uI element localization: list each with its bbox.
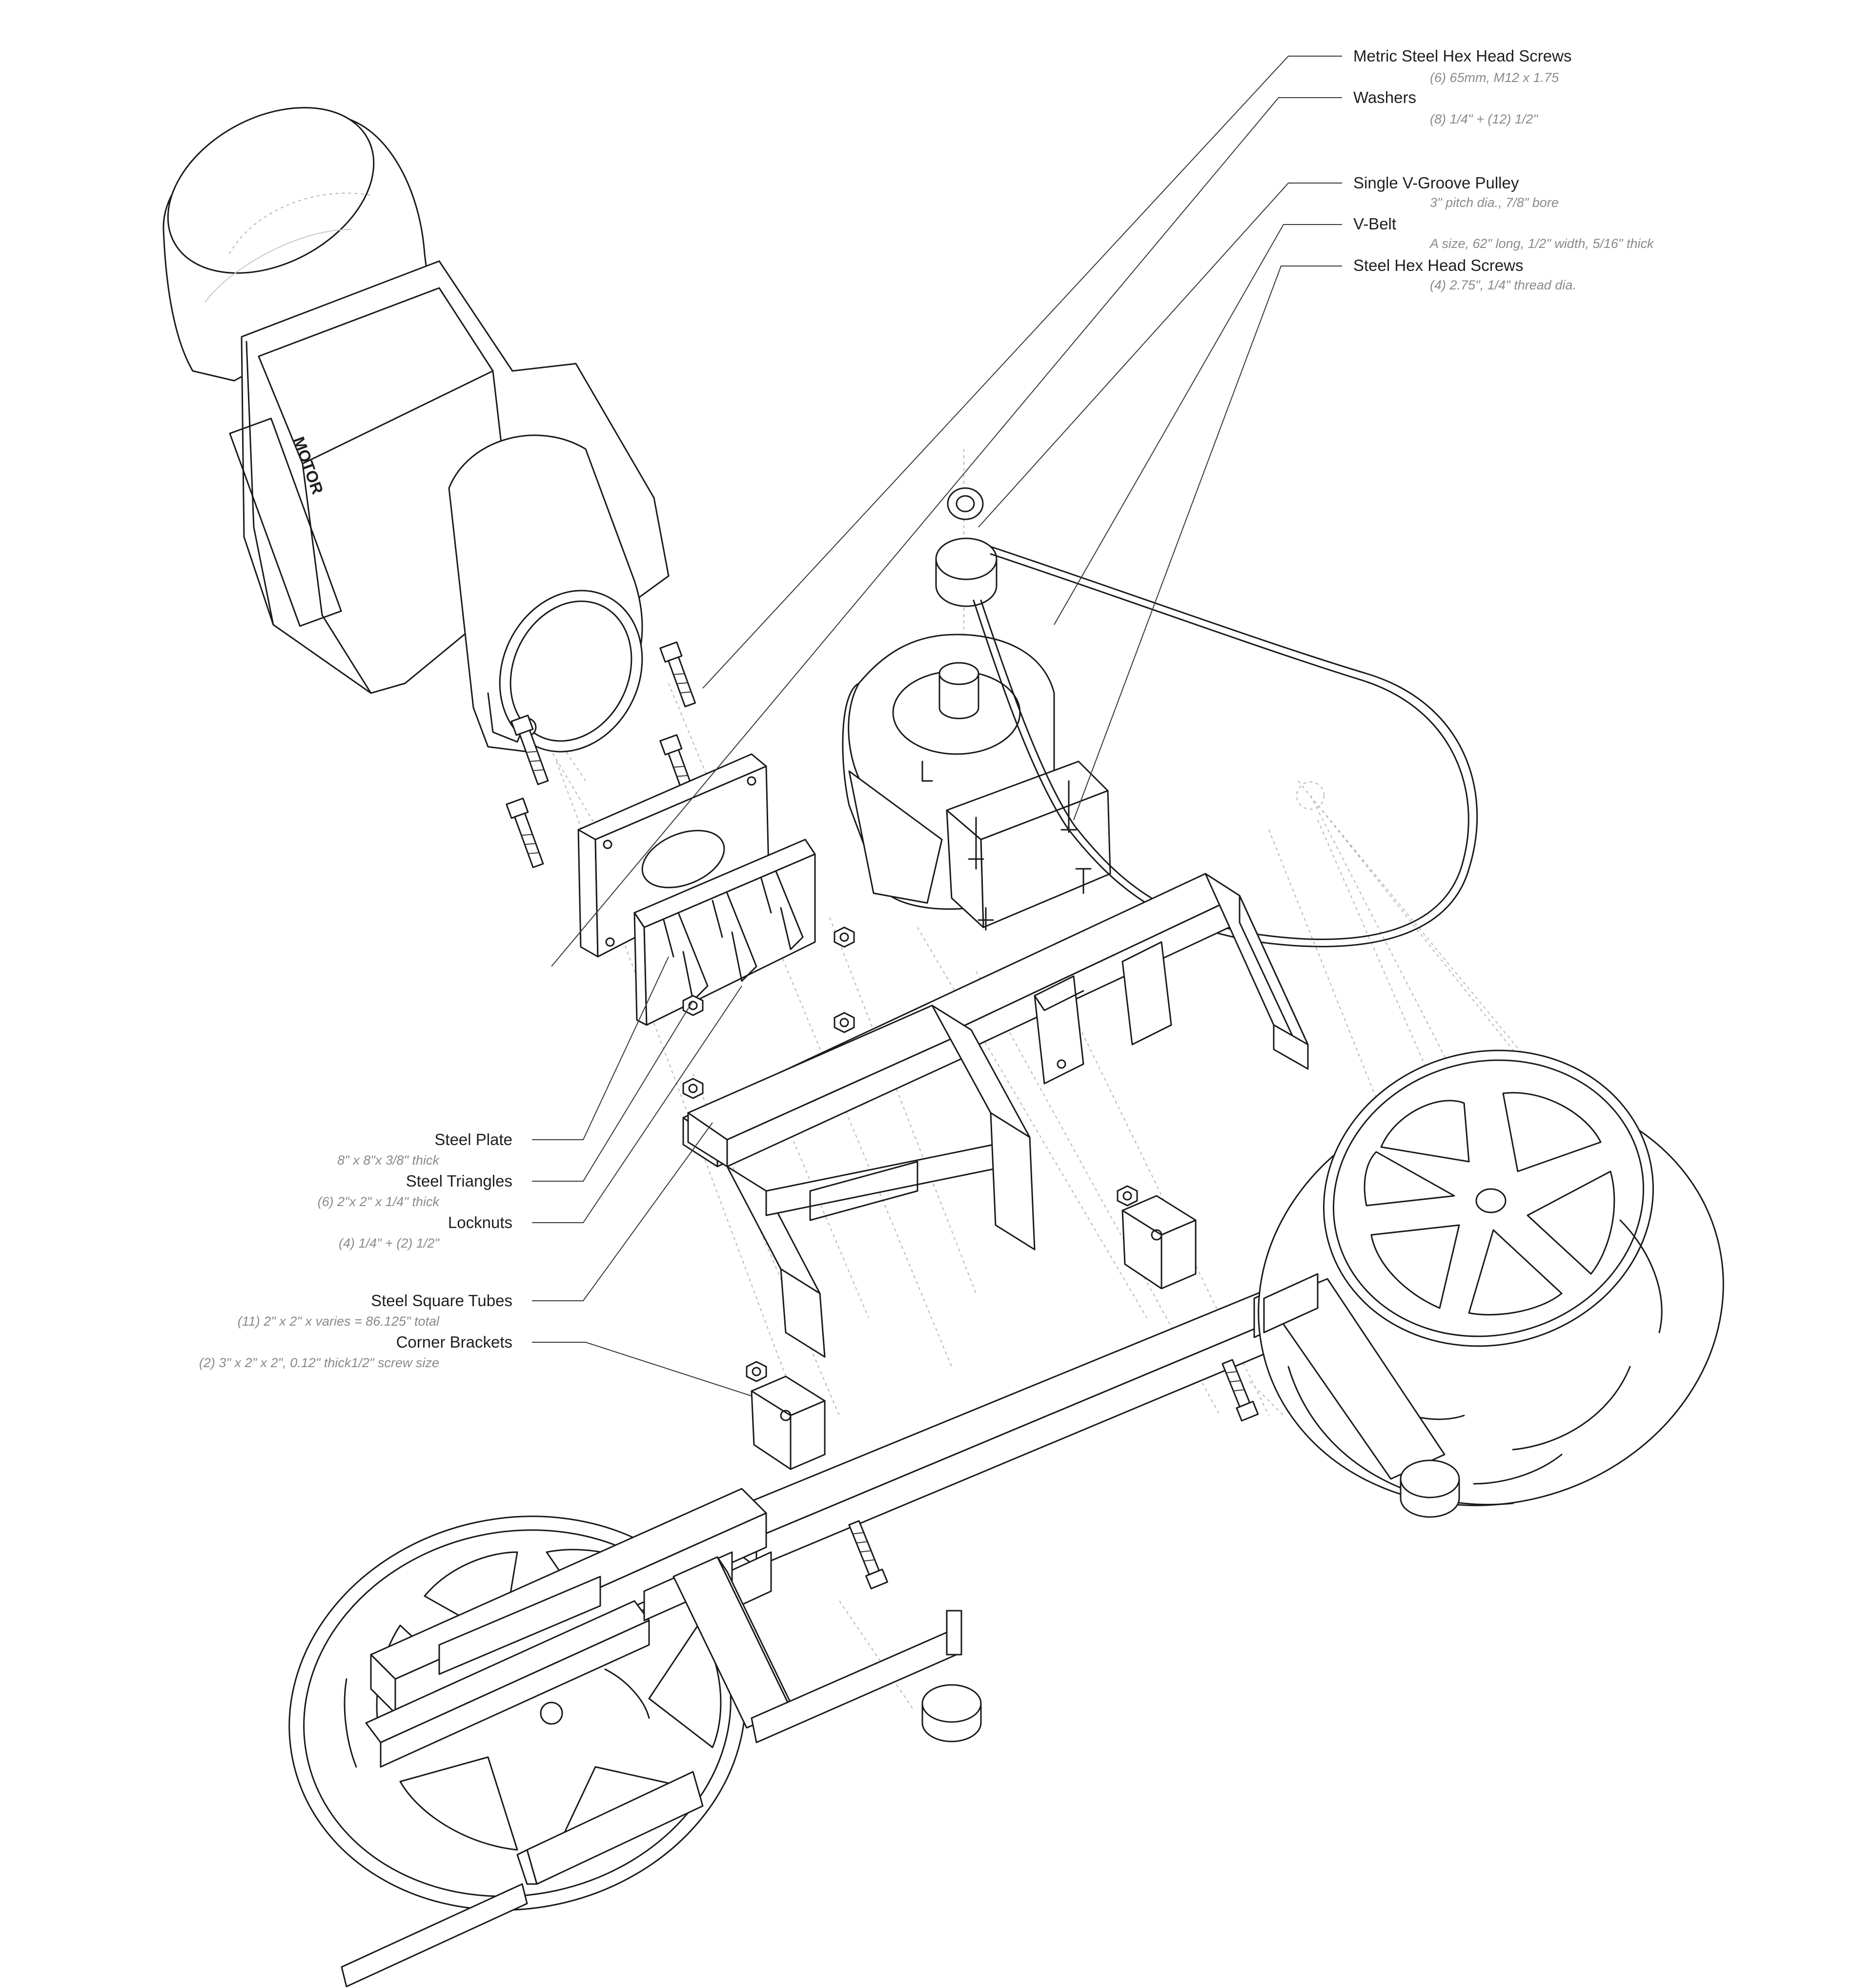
callout-hex-screws-name: Steel Hex Head Screws	[1353, 256, 1523, 274]
callout-steel-triangles-spec: (6) 2"x 2" x 1/4" thick	[318, 1194, 440, 1209]
callout-metric-screws-spec: (6) 65mm, M12 x 1.75	[1430, 70, 1559, 85]
steel-triangles	[633, 839, 816, 1026]
callout-vbelt-spec: A size, 62" long, 1/2" width, 5/16" thic…	[1429, 236, 1654, 251]
callout-pulley-spec: 3" pitch dia., 7/8" bore	[1430, 195, 1559, 210]
locknuts	[682, 926, 1138, 1382]
callout-square-tubes-name: Steel Square Tubes	[371, 1291, 512, 1310]
lower-hex-screws	[848, 1359, 1259, 1590]
callout-vbelt-name: V-Belt	[1353, 215, 1396, 233]
callout-hex-screws-spec: (4) 2.75", 1/4" thread dia.	[1430, 278, 1576, 292]
callout-steel-plate-spec: 8" x 8"x 3/8" thick	[337, 1153, 440, 1168]
motor-mount-plate	[946, 760, 1111, 931]
steel-square-tubes	[682, 873, 1309, 1358]
v-belt	[973, 546, 1478, 947]
callout-corner-brackets-name: Corner Brackets	[396, 1333, 512, 1351]
callouts-left: Steel Plate 8" x 8"x 3/8" thick Steel Tr…	[199, 1130, 512, 1370]
left-flywheel	[288, 1488, 982, 1988]
callout-washers-name: Washers	[1353, 88, 1416, 106]
leader-lines	[532, 56, 1342, 1396]
washer	[947, 487, 984, 520]
steel-plate	[577, 753, 770, 958]
electric-motor	[842, 634, 1055, 910]
callout-steel-triangles-name: Steel Triangles	[406, 1172, 512, 1190]
metric-hex-screws	[506, 641, 696, 868]
single-v-groove-pulley	[935, 537, 998, 607]
right-flywheel	[1258, 1049, 1724, 1518]
callout-square-tubes-spec: (11) 2" x 2" x varies = 86.125" total	[238, 1314, 440, 1329]
gearmotor: MOTOR	[163, 107, 670, 753]
callout-metric-screws-name: Metric Steel Hex Head Screws	[1353, 47, 1571, 65]
callout-steel-plate-name: Steel Plate	[434, 1130, 512, 1148]
callout-locknuts-spec: (4) 1/4" + (2) 1/2"	[339, 1236, 440, 1250]
callouts-right: Metric Steel Hex Head Screws (6) 65mm, M…	[1353, 47, 1654, 292]
callout-pulley-name: Single V-Groove Pulley	[1353, 174, 1519, 192]
callout-corner-brackets-spec: (2) 3" x 2" x 2", 0.12" thick1/2" screw …	[199, 1355, 439, 1370]
callout-locknuts-name: Locknuts	[448, 1213, 512, 1231]
corner-brackets	[751, 1195, 1197, 1470]
callout-washers-spec: (8) 1/4" + (12) 1/2"	[1430, 112, 1538, 126]
